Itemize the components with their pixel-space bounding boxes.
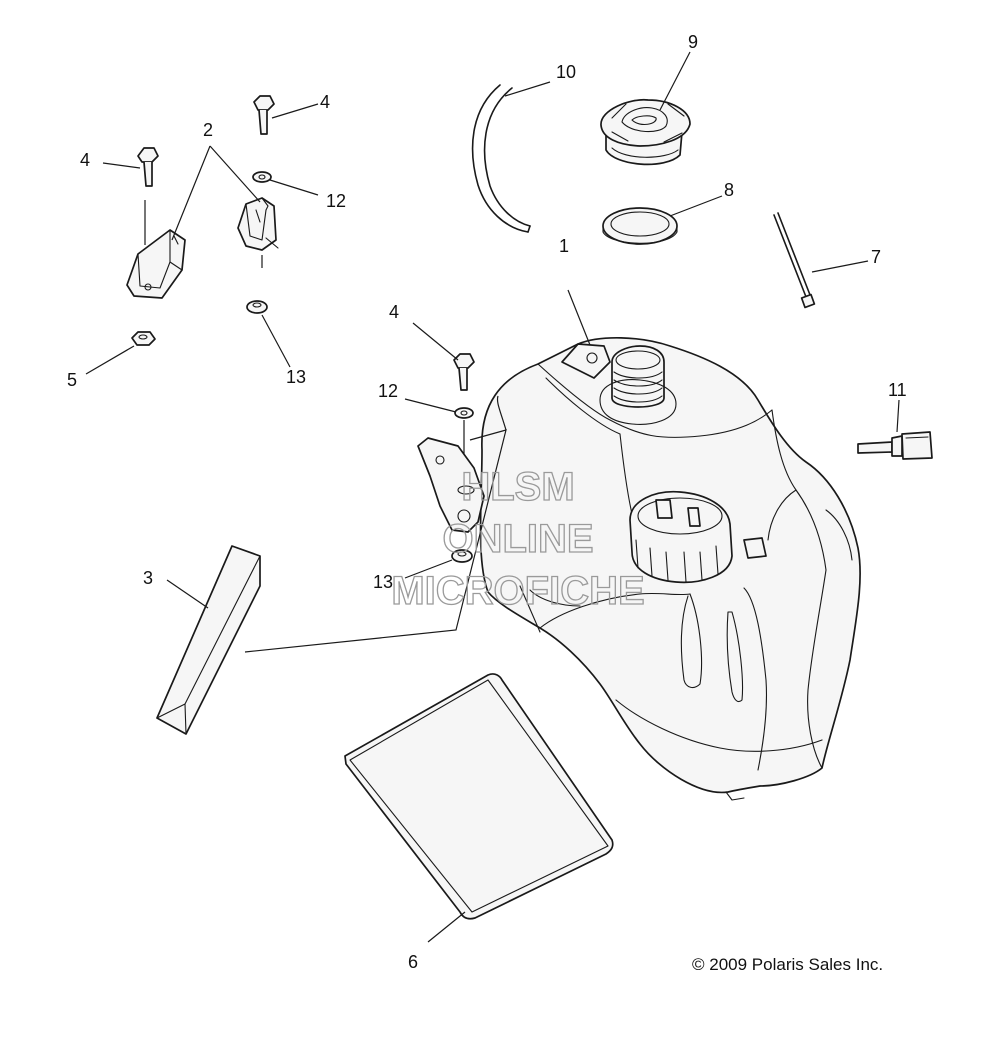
callout-5: 5 <box>67 370 77 390</box>
callout-6: 6 <box>408 952 418 972</box>
callout-7: 7 <box>871 247 881 267</box>
foam-strip <box>156 545 261 735</box>
cable-tie <box>773 212 816 309</box>
leader-lines <box>85 51 900 943</box>
callout-11: 11 <box>888 380 907 400</box>
callout-13-upper: 13 <box>286 367 306 387</box>
grommet-tank <box>451 549 473 563</box>
fuel-cap <box>600 98 691 166</box>
cap-gasket <box>602 207 678 245</box>
watermark-line-1: HLSM <box>461 465 574 509</box>
vent-hose <box>471 84 531 233</box>
tank-pad <box>344 673 614 920</box>
callout-9: 9 <box>688 32 698 52</box>
hex-nut <box>131 331 156 346</box>
mount-bracket-left <box>126 229 186 299</box>
washer-upper <box>252 171 272 183</box>
fuel-fitting <box>857 431 933 460</box>
callout-8: 8 <box>724 180 734 200</box>
fuel-tank <box>417 337 861 801</box>
callout-10: 10 <box>556 62 576 82</box>
callout-12-tank: 12 <box>378 381 398 401</box>
callout-4-tank: 4 <box>389 302 399 322</box>
mount-bracket-right <box>237 197 279 251</box>
callout-2: 2 <box>203 120 213 140</box>
bolt-upper-left <box>137 147 159 245</box>
callout-12-upper: 12 <box>326 191 346 211</box>
washer-tank <box>454 407 474 470</box>
callout-labels: 2 4 4 12 13 5 10 9 8 7 1 4 12 11 13 3 6 <box>67 32 907 972</box>
callout-4-top: 4 <box>320 92 330 112</box>
grommet-upper <box>246 255 268 314</box>
copyright-notice: © 2009 Polaris Sales Inc. <box>692 955 883 974</box>
bolt-tank-mount <box>453 353 475 391</box>
callout-13-tank: 13 <box>373 572 393 592</box>
callout-1: 1 <box>559 236 569 256</box>
callout-3: 3 <box>143 568 153 588</box>
watermark-line-3: MICROFICHE <box>391 569 644 613</box>
watermark: HLSM ONLINE MICROFICHE <box>391 464 646 613</box>
watermark-line-2: ONLINE <box>442 517 593 561</box>
callout-4-left: 4 <box>80 150 90 170</box>
bolt-upper-center <box>253 95 275 135</box>
